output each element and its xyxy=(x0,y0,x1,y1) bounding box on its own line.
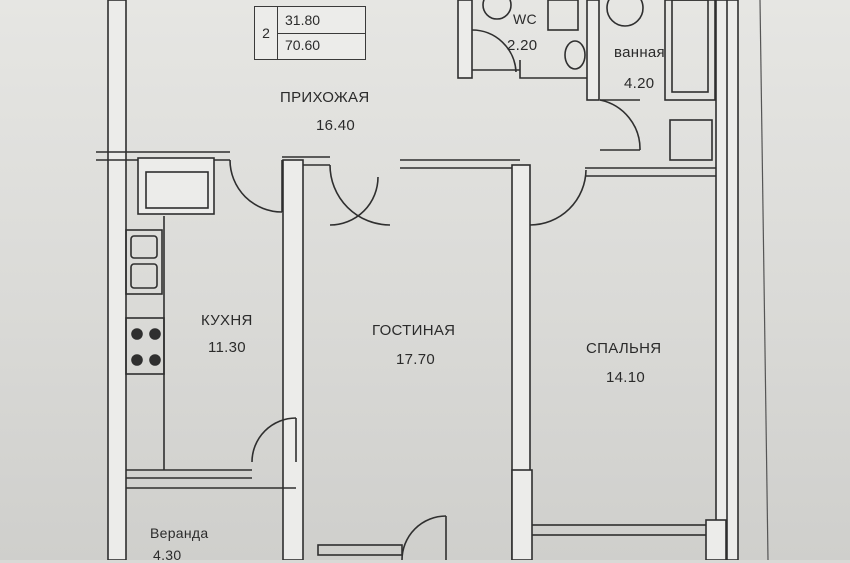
kitchen-sink-bowl-2 xyxy=(130,263,158,289)
room-veranda-area: 4.30 xyxy=(153,547,182,563)
badge-divider xyxy=(277,33,365,34)
wall-hall-bottom-right xyxy=(585,167,716,177)
kitchen-counter-box xyxy=(137,157,215,215)
wc-fixture xyxy=(547,0,579,31)
room-veranda-name: Веранда xyxy=(150,525,209,541)
room-hall-name: ПРИХОЖАЯ xyxy=(280,89,370,106)
room-wc-name: WC xyxy=(513,11,537,27)
room-kitchen-area: 11.30 xyxy=(208,339,246,356)
shower-box xyxy=(669,119,713,161)
door-arc-veranda xyxy=(251,417,297,463)
bath-sink xyxy=(606,0,644,27)
door-arc-living-2 xyxy=(329,176,379,226)
door-arc-bedroom xyxy=(529,169,587,226)
kitchen-counter-inner xyxy=(145,171,209,209)
door-arc-kitchen xyxy=(229,159,283,213)
wc-sink xyxy=(482,0,512,20)
wc-wall-left xyxy=(457,0,473,79)
living-area-value: 31.80 xyxy=(285,12,321,28)
stove-burner-3 xyxy=(131,354,143,366)
room-living-name: ГОСТИНАЯ xyxy=(372,322,456,339)
wall-kitchen-living xyxy=(282,159,304,560)
room-bath-area: 4.20 xyxy=(624,75,655,92)
door-arc-living xyxy=(329,164,391,226)
area-summary-badge: 2 31.80 70.60 xyxy=(254,6,366,60)
room-living-area: 17.70 xyxy=(396,351,436,368)
stove-burner-1 xyxy=(131,328,143,340)
wall-kitchen-veranda xyxy=(126,469,296,489)
room-bath-name: ванная xyxy=(614,44,665,61)
wc-wall-bottom xyxy=(472,60,590,79)
room-bedroom-name: СПАЛЬНЯ xyxy=(586,340,662,357)
toilet-bowl xyxy=(564,40,586,70)
stove-burner-4 xyxy=(149,354,161,366)
wall-hall-bottom-center xyxy=(400,159,520,169)
kitchen-sink-bowl-1 xyxy=(130,235,158,259)
wall-pier-bottom xyxy=(511,469,533,560)
room-wc-area: 2.20 xyxy=(507,37,538,54)
sheet-edge-right xyxy=(759,0,769,560)
wall-pier-right xyxy=(705,519,727,560)
outer-wall-left xyxy=(107,0,127,560)
kitchen-sink xyxy=(125,229,163,295)
total-area-value: 70.60 xyxy=(285,37,321,53)
room-bedroom-area: 14.10 xyxy=(606,369,646,386)
bathtub-inner xyxy=(671,0,709,93)
room-kitchen-name: КУХНЯ xyxy=(201,312,253,329)
door-arc-bath xyxy=(599,99,641,151)
wall-living-bottom xyxy=(317,544,403,556)
bathtub xyxy=(664,0,716,101)
stove-burner-2 xyxy=(149,328,161,340)
rooms-count: 2 xyxy=(255,7,278,59)
room-hall-area: 16.40 xyxy=(316,117,356,134)
door-arc-wc xyxy=(471,29,517,73)
wc-wall-right xyxy=(586,0,600,101)
wall-living-bedroom xyxy=(511,164,531,560)
